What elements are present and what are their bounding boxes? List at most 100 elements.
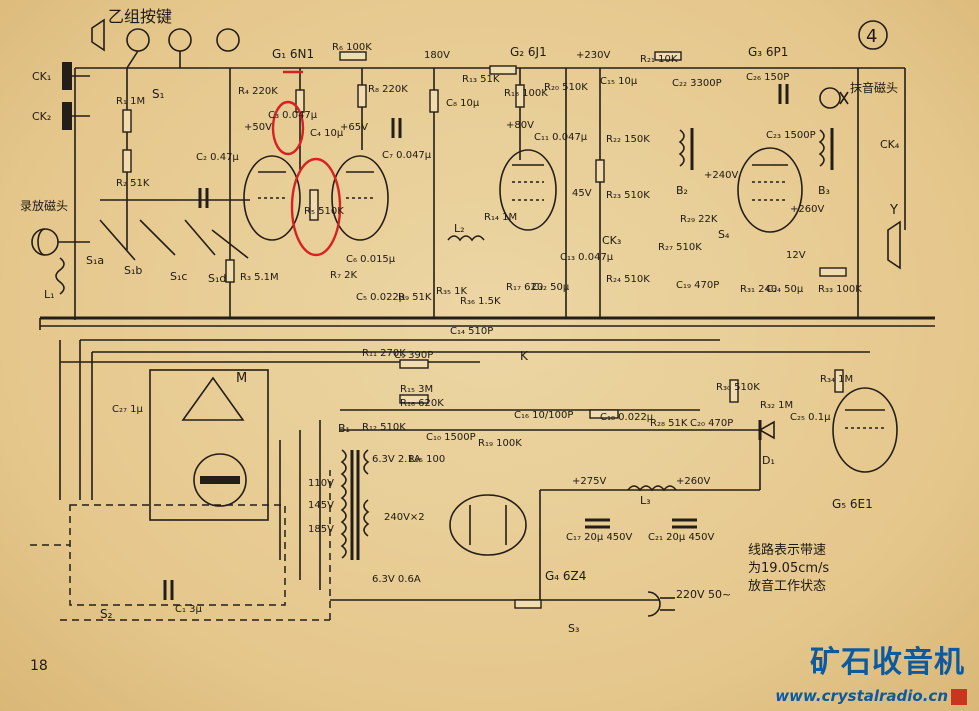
power-transformer <box>340 449 370 560</box>
play-head-label: 录放磁头 <box>20 198 68 213</box>
r29-label: R₂₉ 22K <box>680 214 718 225</box>
r31-label: R₃₁ 240 <box>740 284 777 295</box>
voltage-65: +65V <box>340 122 368 133</box>
watermark-url: www.crystalradio.cn <box>775 687 967 705</box>
r30-label: R₃₀ 510K <box>716 382 760 393</box>
transformer-b2-label: B₂ <box>676 184 688 197</box>
switch-s1a-label: S₁a <box>86 254 104 267</box>
c13-label: C₁₃ 0.047μ <box>560 252 614 263</box>
note-line-2: 为19.05cm/s <box>748 561 829 576</box>
r9-label: R₉ 51K <box>398 292 432 303</box>
tube-g2 <box>499 149 557 231</box>
r14-label: R₁₄ 1M <box>484 212 517 223</box>
page-number: 18 <box>30 658 48 674</box>
r8-label: R₈ 220K <box>368 84 408 95</box>
r28-label: R₂₈ 51K <box>650 418 688 429</box>
voltage-50: +50V <box>244 122 272 133</box>
r7-label: R₇ 2K <box>330 270 357 281</box>
r18-label: R₁₈ 100K <box>504 88 548 99</box>
mains-plug <box>647 591 675 617</box>
secondary-6v3-0a6: 6.3V 0.6A <box>372 574 421 585</box>
switch-s3-label: S₃ <box>568 622 579 635</box>
c11-label: C₁₁ 0.047μ <box>534 132 588 143</box>
jack-ck1-label: CK₁ <box>32 70 51 83</box>
r5-label: R₅ 510K <box>304 206 344 217</box>
watermark-square-icon <box>951 688 967 705</box>
r24-label: R₂₄ 510K <box>606 274 650 285</box>
r2-label: R₂ 51K <box>116 178 150 189</box>
tap-145v: 145V <box>308 500 334 511</box>
switch-s1b-label: S₁b <box>124 264 142 277</box>
r16-label: R₁₆ 620K <box>400 398 444 409</box>
c17-label: C₁₇ 20μ 450V <box>566 532 633 543</box>
tube-g4 <box>449 494 527 556</box>
jack-ck4-label: CK₄ <box>880 138 900 151</box>
tube-g2-label: G₂ 6J1 <box>510 45 547 59</box>
wiring <box>39 67 935 601</box>
voltage-240: +240V <box>704 170 738 181</box>
r33-label: R₃₃ 100K <box>818 284 862 295</box>
r4-label: R₄ 220K <box>238 86 278 97</box>
jack-ck3-label: CK₃ <box>602 234 621 247</box>
c2-label: C₂ 0.47μ <box>196 152 239 163</box>
c21-label: C₂₁ 20μ 450V <box>648 532 715 543</box>
watermark-brand: 矿石收音机 <box>810 637 965 681</box>
c25-label: C₂₅ 0.1μ <box>790 412 831 423</box>
speaker-label: Y <box>889 203 898 218</box>
c26-label: C₂₆ 150P <box>746 72 789 83</box>
r1-label: R₁ 1M <box>116 96 145 107</box>
r11-label: R₁₁ 270K <box>362 348 406 359</box>
tube-g5-label: G₅ 6E1 <box>832 497 873 511</box>
voltage-260-top: +260V <box>790 204 824 215</box>
voltage-45: 45V <box>572 188 592 199</box>
r6-label: R₆ 100K <box>332 42 372 53</box>
red-annotations <box>271 70 342 257</box>
r20-label: R₂₀ 510K <box>544 82 588 93</box>
secondary-6v3-2a: 6.3V 2.1A <box>372 454 421 465</box>
switch-s1d-label: S₁d <box>208 272 226 285</box>
jack-ck2-label: CK₂ <box>32 110 51 123</box>
r21-label: R₂₁ 10K <box>640 54 678 65</box>
play-head <box>31 228 90 295</box>
switch-s1c-label: S₁c <box>170 270 187 283</box>
key-group-title: 乙组按键 <box>108 7 172 26</box>
labels: 乙组按键 4 G₁ 6N1 G₂ 6J1 G₃ 6P1 G₄ 6Z4 G₅ 6E… <box>20 7 900 674</box>
c23-label: C₂₃ 1500P <box>766 130 816 141</box>
r27-label: R₂₇ 510K <box>658 242 702 253</box>
relay-k-label: K <box>520 349 529 363</box>
c18-label: C₁₈ 0.022μ <box>600 412 654 423</box>
r25-label: R₂₅ 100 <box>408 454 445 465</box>
c9-label: C₉ 390P <box>394 350 433 361</box>
transformer-b1-label: B₁ <box>338 422 350 435</box>
tube-g4-label: G₄ 6Z4 <box>545 569 586 583</box>
c4-label: C₄ 10μ <box>310 128 344 139</box>
r12-label: R₁₂ 510K <box>362 422 406 433</box>
components <box>122 51 847 609</box>
transformer-b3-label: B₃ <box>818 184 830 197</box>
switch-s1-contacts <box>99 199 250 261</box>
watermark-url-text: www.crystalradio.cn <box>775 687 948 705</box>
tube-g3 <box>737 147 803 233</box>
c14-label: C₁₄ 510P <box>450 326 493 337</box>
r15-label: R₁₅ 3M <box>400 384 433 395</box>
r35-label: R₃₅ 1K <box>436 286 468 297</box>
r34-label: R₃₄ 1M <box>820 374 853 385</box>
voltage-260-bottom: +260V <box>676 476 710 487</box>
voltage-180: 180V <box>424 50 450 61</box>
tap-110v: 110V <box>308 478 334 489</box>
tube-g1 <box>243 155 389 241</box>
voltage-12: 12V <box>786 250 806 261</box>
erase-head-label: 抹音磁头 <box>850 80 898 95</box>
c27-label: C₂₇ 1μ <box>112 404 144 415</box>
watermark-brand-text: 矿石收音机 <box>810 645 965 680</box>
motor-label: M <box>236 371 247 386</box>
c1-label: C₁ 3μ <box>175 604 203 615</box>
tube-g5 <box>832 387 898 473</box>
mains-voltage: 220V 50~ <box>676 588 731 601</box>
c24-label: C₂₄ 50μ <box>766 284 804 295</box>
s2-dashed-linkage <box>30 470 331 621</box>
r32-label: R₃₂ 1M <box>760 400 793 411</box>
c12-label: C₁₂ 50μ <box>532 282 570 293</box>
